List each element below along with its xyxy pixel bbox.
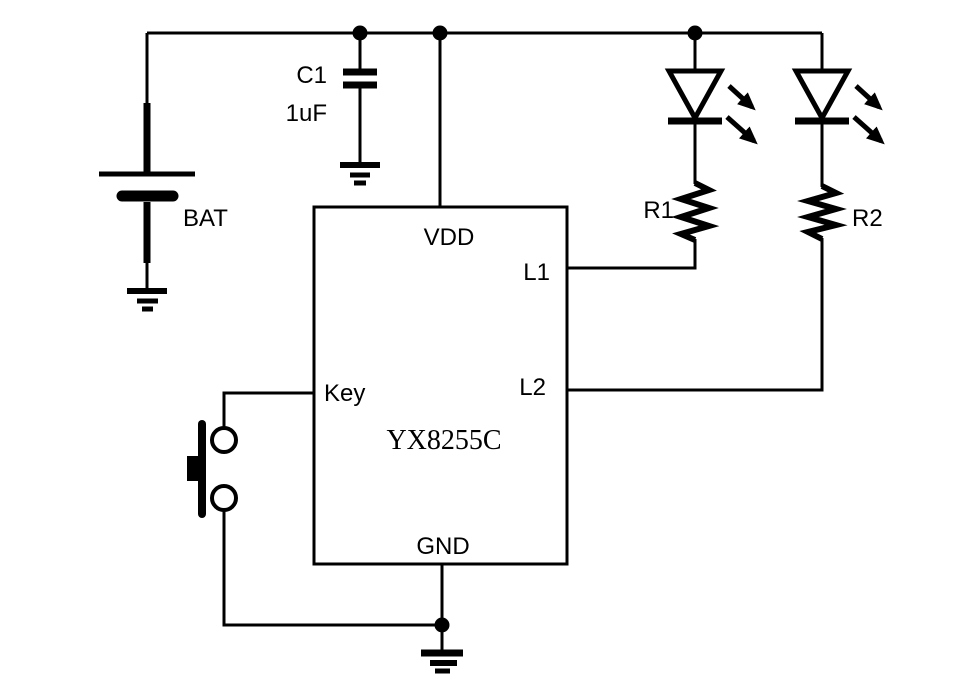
resistor-r2-label: R2	[852, 205, 883, 232]
resistor-r1-zigzag	[671, 180, 720, 243]
capacitor-ground-icon	[340, 162, 380, 186]
ic-pin-l2-label: L2	[519, 374, 546, 401]
battery-symbol: BAT	[99, 103, 228, 312]
led2-light-arrows-icon	[852, 84, 885, 145]
ic-pin-gnd-label: GND	[416, 533, 469, 560]
wire-button-gnd	[222, 510, 442, 627]
led2-symbol	[791, 68, 885, 145]
battery-label: BAT	[183, 205, 228, 232]
wire-r2-l2	[567, 238, 824, 392]
wire-key-button	[222, 391, 314, 428]
capacitor-ref-label: C1	[296, 62, 327, 89]
junction-dot-led1	[687, 25, 703, 41]
junction-dot-c1	[352, 25, 368, 41]
led1-symbol	[664, 68, 758, 145]
capacitor-c1-symbol: C1 1uF	[286, 62, 380, 186]
junction-dot-gnd	[434, 617, 450, 633]
ic-yx8255c: VDD L1 L2 Key GND YX8255C	[312, 205, 569, 566]
gnd-ground-icon	[421, 649, 463, 674]
button-contact-bottom	[210, 484, 238, 512]
led1-triangle	[664, 68, 726, 124]
ic-pin-key-label: Key	[324, 380, 365, 407]
resistor-r2-zigzag	[797, 183, 848, 242]
junction-dot-vdd	[432, 25, 448, 41]
ic-body-box	[312, 205, 569, 566]
ic-pin-vdd-label: VDD	[424, 224, 475, 251]
capacitor-value-label: 1uF	[286, 100, 327, 127]
battery-ground-icon	[127, 288, 167, 312]
resistor-r1-symbol: R1	[643, 180, 720, 243]
led1-light-arrows-icon	[725, 84, 758, 145]
ic-pin-l1-label: L1	[523, 259, 550, 286]
wire-r1-l1	[567, 239, 697, 270]
button-plunger	[187, 456, 203, 481]
resistor-r2-symbol: R2	[797, 183, 883, 242]
push-button-symbol	[187, 420, 238, 518]
led2-triangle	[791, 68, 853, 124]
button-contact-top	[210, 426, 238, 454]
ic-part-number: YX8255C	[386, 425, 501, 456]
resistor-r1-label: R1	[643, 197, 674, 224]
junction-dots	[352, 25, 703, 633]
